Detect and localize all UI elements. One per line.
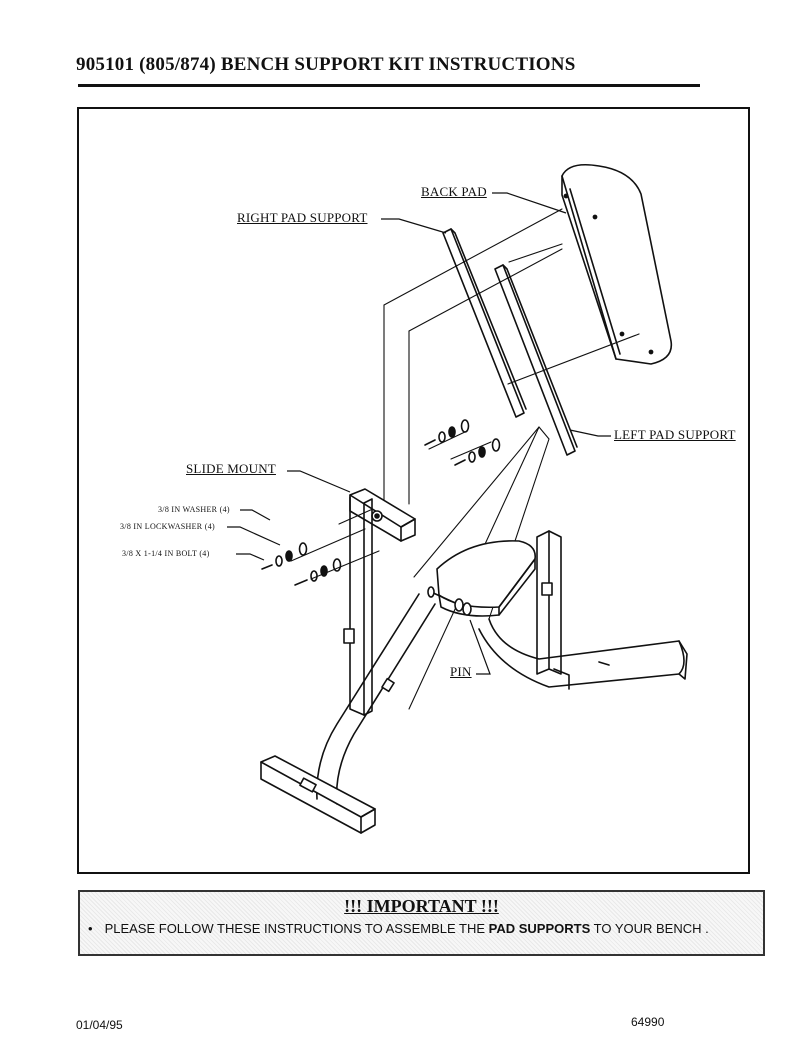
label-bolt: 3/8 X 1-1/4 IN BOLT (4) <box>122 549 210 558</box>
bench-main-tube <box>316 593 436 805</box>
instruction-text-bold: PAD SUPPORTS <box>488 921 591 936</box>
assembly-drawing <box>260 163 688 834</box>
projection-lines <box>290 208 640 710</box>
bench-front-foot <box>260 755 376 834</box>
important-heading: !!! IMPORTANT !!! <box>344 896 499 916</box>
bullet-marker: • <box>88 921 93 936</box>
title-underline <box>78 84 700 87</box>
label-back-pad: BACK PAD <box>421 184 487 199</box>
bench-rear-upright <box>536 530 562 675</box>
document-date: 01/04/95 <box>76 1018 123 1032</box>
important-notice: !!! IMPORTANT !!! • PLEASE FOLLOW THESE I… <box>78 890 765 956</box>
label-lockwasher: 3/8 IN LOCKWASHER (4) <box>120 522 215 531</box>
instruction-text-start: PLEASE FOLLOW THESE INSTRUCTIONS TO ASSE… <box>104 921 489 936</box>
document-number: 64990 <box>631 1015 665 1029</box>
upper-hardware <box>424 419 501 466</box>
instruction-text-end: TO YOUR BENCH . <box>590 921 709 936</box>
pin-part <box>427 586 472 616</box>
right-pad-support-part <box>442 228 527 418</box>
back-pad-part <box>561 163 673 365</box>
important-instruction: • PLEASE FOLLOW THESE INSTRUCTIONS TO ASS… <box>88 921 709 936</box>
bench-rear-tube <box>478 618 688 690</box>
bench-front-upright <box>343 496 373 716</box>
seat-pad-part <box>436 540 536 617</box>
label-pin: PIN <box>450 664 472 679</box>
label-left-pad-support: LEFT PAD SUPPORT <box>614 427 736 442</box>
lower-hardware <box>261 542 342 586</box>
label-slide-mount: SLIDE MOUNT <box>186 461 276 476</box>
left-pad-support-part <box>494 264 578 456</box>
label-right-pad-support: RIGHT PAD SUPPORT <box>237 210 368 225</box>
assembly-diagram <box>77 107 750 874</box>
label-washer: 3/8 IN WASHER (4) <box>158 505 230 514</box>
page-title: 905101 (805/874) BENCH SUPPORT KIT INSTR… <box>76 54 576 75</box>
